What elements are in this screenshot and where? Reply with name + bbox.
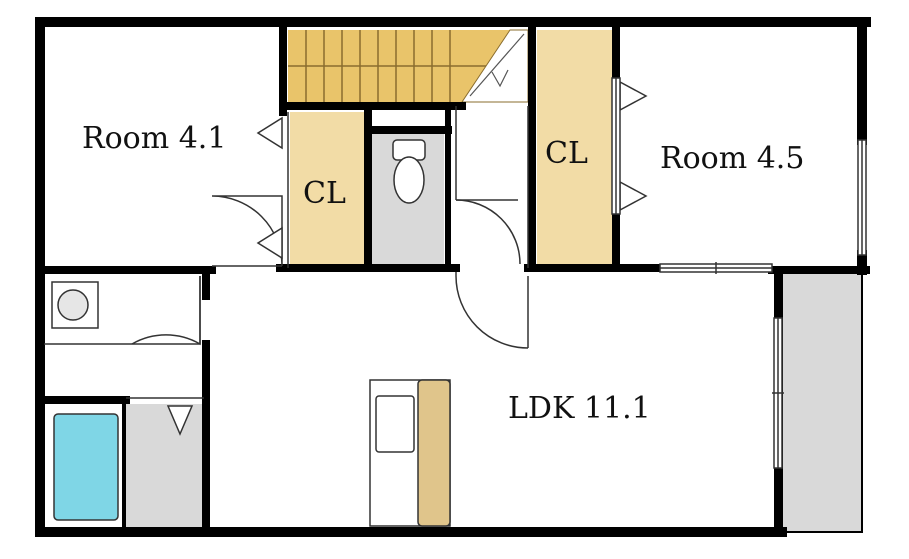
closet-label-a: CL bbox=[303, 176, 346, 211]
closet-arrows bbox=[256, 80, 648, 260]
walls bbox=[35, 17, 871, 537]
thin-partitions bbox=[44, 106, 529, 399]
balcony bbox=[781, 269, 863, 533]
door-ldk bbox=[455, 272, 529, 349]
stairs bbox=[288, 29, 529, 103]
washing-machine-icon bbox=[51, 281, 99, 329]
kitchen-counter bbox=[369, 379, 451, 527]
room-label-a: Room 4.1 bbox=[82, 121, 226, 156]
toilet-icon bbox=[392, 139, 426, 204]
closet-right-fill bbox=[537, 30, 613, 266]
door-washroom bbox=[131, 276, 201, 346]
room-label-ldk: LDK 11.1 bbox=[508, 391, 651, 426]
door-toilet-area bbox=[455, 199, 521, 265]
washroom-floor bbox=[126, 404, 202, 528]
washroom-arrow bbox=[166, 405, 194, 436]
closet-left-fill bbox=[290, 112, 364, 268]
closet-label-b: CL bbox=[545, 136, 588, 171]
door-room-a bbox=[211, 195, 283, 267]
room-label-b: Room 4.5 bbox=[660, 141, 804, 176]
windows bbox=[611, 77, 867, 469]
bathtub bbox=[53, 413, 119, 521]
